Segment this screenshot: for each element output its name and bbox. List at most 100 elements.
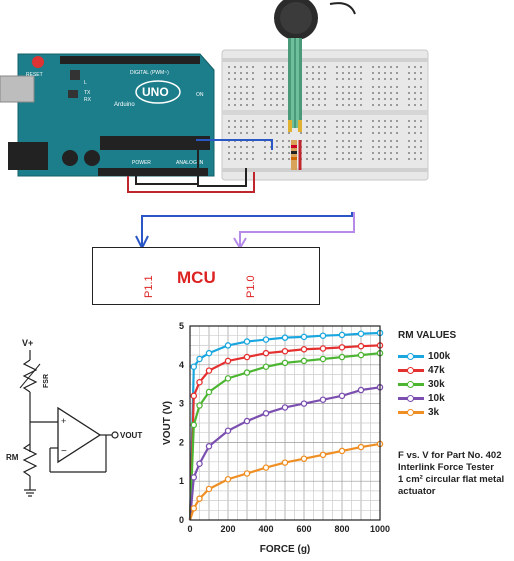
data-point-100k	[243, 338, 251, 345]
breadboard-hole	[372, 146, 374, 148]
data-point-3k	[281, 459, 289, 466]
breadboard-hole	[246, 126, 248, 128]
arduino-board: RESET DIGITAL (PWM~) UNO Arduino TX RX L…	[0, 53, 215, 177]
breadboard-hole	[240, 132, 242, 134]
breadboard-hole	[378, 132, 380, 134]
breadboard-hole	[342, 120, 344, 122]
x-tick-label: 800	[334, 524, 349, 534]
breadboard-hole	[414, 152, 416, 154]
breadboard-hole	[420, 86, 422, 88]
breadboard-hole	[318, 126, 320, 128]
annotation-line: 1 cm² circular flat metal	[398, 474, 505, 485]
breadboard-hole	[348, 86, 350, 88]
breadboard-hole	[240, 120, 242, 122]
breadboard-hole	[234, 158, 236, 160]
breadboard-hole	[408, 132, 410, 134]
breadboard-hole	[324, 72, 326, 74]
breadboard-hole	[228, 132, 230, 134]
breadboard-hole	[276, 66, 278, 68]
breadboard-hole	[282, 104, 284, 106]
legend-label: 100k	[428, 350, 451, 362]
breadboard-hole	[324, 104, 326, 106]
svg-text:TX: TX	[84, 90, 91, 96]
breadboard-hole	[408, 72, 410, 74]
breadboard-hole	[378, 158, 380, 160]
breadboard-hole	[240, 158, 242, 160]
data-point-30k	[205, 388, 213, 396]
data-point-100k	[300, 333, 308, 341]
breadboard-hole	[312, 126, 314, 128]
data-point-3k	[300, 455, 308, 462]
breadboard-hole	[390, 92, 392, 94]
breadboard-hole	[282, 152, 284, 154]
breadboard-hole	[276, 86, 278, 88]
breadboard-hole	[246, 92, 248, 94]
breadboard-hole	[408, 152, 410, 154]
breadboard-hole	[348, 126, 350, 128]
breadboard-hole	[336, 104, 338, 106]
breadboard-hole	[354, 66, 356, 68]
breadboard-hole	[372, 120, 374, 122]
breadboard-hole	[378, 92, 380, 94]
breadboard-hole	[246, 104, 248, 106]
breadboard-hole	[378, 72, 380, 74]
breadboard-hole	[276, 158, 278, 160]
breadboard-hole	[318, 86, 320, 88]
breadboard-hole	[306, 132, 308, 134]
breadboard-hole	[228, 104, 230, 106]
data-point-30k	[338, 353, 346, 361]
y-tick-label: 0	[179, 515, 184, 525]
breadboard-hole	[384, 140, 386, 142]
breadboard-hole	[414, 98, 416, 100]
breadboard-hole	[306, 126, 308, 128]
breadboard-hole	[414, 146, 416, 148]
breadboard-hole	[396, 140, 398, 142]
breadboard-hole	[354, 98, 356, 100]
legend-entry: 47k	[398, 363, 456, 377]
breadboard-hole	[378, 98, 380, 100]
breadboard-hole	[408, 104, 410, 106]
breadboard-hole	[246, 146, 248, 148]
svg-text:DIGITAL (PWM~): DIGITAL (PWM~)	[130, 70, 169, 76]
breadboard-hole	[288, 152, 290, 154]
breadboard-hole	[336, 120, 338, 122]
wires	[127, 139, 355, 250]
breadboard-hole	[270, 132, 272, 134]
breadboard-hole	[390, 152, 392, 154]
svg-text:RM: RM	[6, 453, 19, 462]
breadboard-hole	[420, 126, 422, 128]
data-point-10k	[243, 417, 251, 425]
breadboard-hole	[282, 78, 284, 80]
blue-wire-a0	[196, 139, 273, 150]
breadboard-hole	[282, 158, 284, 160]
data-point-47k	[262, 349, 270, 357]
op-amp-circuit: V+ FSR RM + − VOUT	[6, 338, 142, 497]
breadboard-hole	[390, 158, 392, 160]
data-point-10k	[338, 392, 346, 400]
breadboard-hole	[336, 126, 338, 128]
data-point-47k	[196, 379, 203, 386]
breadboard-hole	[300, 132, 302, 134]
breadboard-hole	[282, 66, 284, 68]
op-amp	[57, 406, 102, 464]
breadboard-hole	[288, 132, 290, 134]
breadboard-hole	[318, 158, 320, 160]
breadboard-hole	[312, 86, 314, 88]
breadboard-hole	[396, 98, 398, 100]
breadboard-hole	[372, 158, 374, 160]
breadboard-hole	[312, 98, 314, 100]
breadboard-hole	[246, 78, 248, 80]
breadboard-hole	[372, 66, 374, 68]
breadboard-hole	[228, 146, 230, 148]
breadboard-hole	[246, 152, 248, 154]
breadboard-hole	[390, 120, 392, 122]
breadboard-hole	[348, 66, 350, 68]
legend-swatch	[398, 394, 424, 402]
breadboard-hole	[324, 126, 326, 128]
breadboard-hole	[384, 158, 386, 160]
breadboard-hole	[336, 78, 338, 80]
breadboard-hole	[408, 120, 410, 122]
svg-text:RX: RX	[84, 97, 92, 103]
